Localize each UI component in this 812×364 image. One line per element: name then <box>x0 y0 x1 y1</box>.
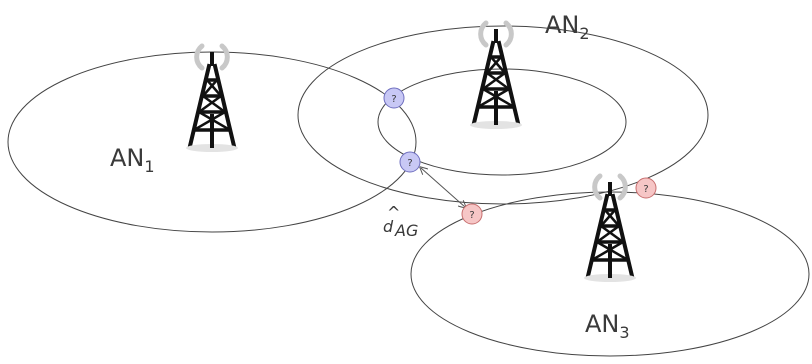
range-ellipses <box>7 25 810 357</box>
svg-text:?: ? <box>407 158 412 169</box>
svg-text:?: ? <box>469 210 474 221</box>
candidate-marker: ? <box>383 87 405 109</box>
svg-text:^: ^ <box>387 203 400 222</box>
distance-arrow <box>421 168 465 207</box>
svg-text:?: ? <box>391 94 396 105</box>
range-ellipse-an2-outer <box>297 25 709 205</box>
candidate-marker: ? <box>635 177 657 199</box>
svg-text:?: ? <box>643 184 648 195</box>
anchor-label-an2: AN2 <box>545 11 590 43</box>
svg-text:d: d <box>383 217 394 236</box>
anchor-label-an1: AN1 <box>110 144 155 176</box>
antenna-tower-icon-an1 <box>186 46 238 152</box>
antenna-tower-icon-an2 <box>470 23 522 129</box>
distance-label: ^ d AG <box>383 203 418 240</box>
candidate-marker: ? <box>461 203 483 225</box>
anchor-label-an3: AN3 <box>585 310 630 342</box>
svg-text:AG: AG <box>394 221 418 240</box>
candidate-marker: ? <box>399 151 421 173</box>
